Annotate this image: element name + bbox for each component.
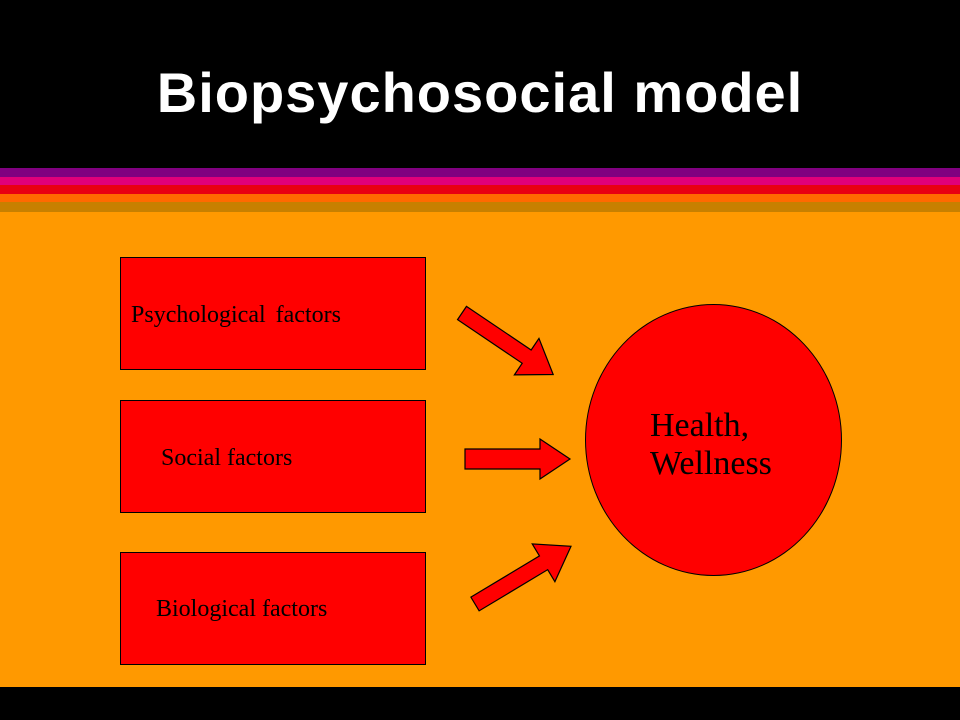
psychological-factors-box [120,257,426,370]
slide-header: Biopsychosocial model [0,0,960,168]
slide-footer-bar [0,687,960,720]
psychological-factors-label: Psychological factors [131,302,341,328]
decorative-stripe-orange [0,194,960,202]
biological-factors-label: Biological factors [156,596,328,622]
health-wellness-circle [585,304,842,576]
decorative-stripe-brown [0,202,960,212]
social-factors-box [120,400,426,513]
arrow-right-icon [464,437,572,481]
health-wellness-label-line1: Health, [650,407,750,444]
decorative-stripe-magenta [0,177,960,185]
arrow-right-icon [470,543,572,612]
decorative-stripe-red [0,185,960,194]
biological-factors-box [120,552,426,665]
health-wellness-label: Health, Wellness [650,407,772,483]
arrow-right-icon [456,305,555,376]
slide-title: Biopsychosocial model [156,61,804,124]
health-wellness-label-line2: Wellness [650,445,772,482]
decorative-stripe-purple [0,168,960,177]
social-factors-label: Social factors [161,445,293,471]
